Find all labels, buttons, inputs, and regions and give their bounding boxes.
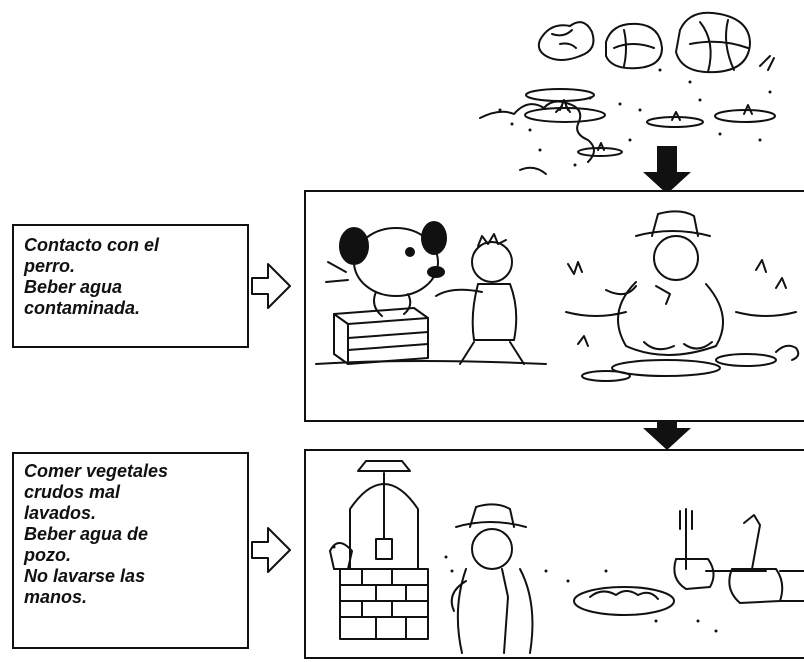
right-arrow-2: [251, 527, 291, 573]
step-2-line: Beber agua de: [24, 524, 149, 544]
step-2-text-box: Comer vegetales crudos mal lavados. Bebe…: [12, 452, 249, 649]
dog-contact-illustration-panel: [304, 190, 804, 422]
step-2-line: Comer vegetales: [24, 461, 169, 481]
step-2-line: crudos mal: [24, 482, 121, 502]
step-1-line: Beber agua: [24, 277, 123, 297]
step-1-text-box: Contacto con el perro. Beber agua contam…: [12, 224, 249, 348]
step-2-line: pozo.: [24, 545, 71, 565]
down-arrow-1: [643, 146, 691, 194]
right-arrow-1: [251, 263, 291, 309]
step-2-line: manos.: [24, 587, 88, 607]
step-1-line: perro.: [24, 256, 76, 276]
well-and-vegetables-illustration-panel: [304, 449, 804, 659]
step-1-line: Contacto con el: [24, 235, 160, 255]
step-2-line: lavados.: [24, 503, 97, 523]
step-1-line: contaminada.: [24, 298, 141, 318]
step-2-line: No lavarse las: [24, 566, 146, 586]
